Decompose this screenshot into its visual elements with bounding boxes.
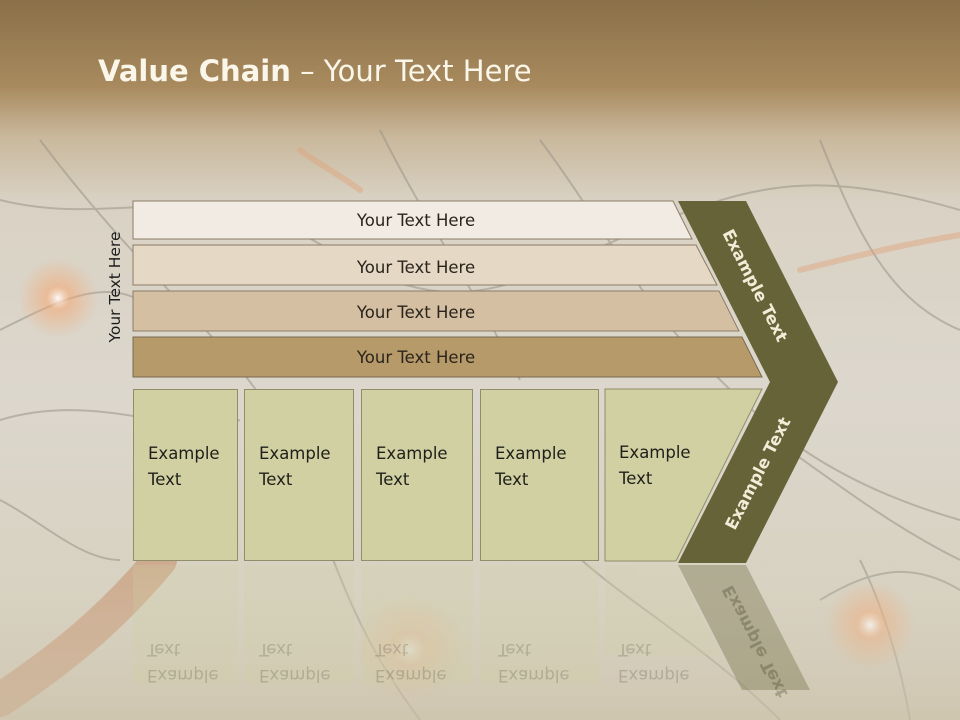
column-5-line2: Text <box>619 469 653 488</box>
bar-shape-4 <box>132 336 763 378</box>
column-5-reflection: Example Text <box>618 636 690 688</box>
column-4-line2: Text <box>495 470 529 489</box>
column-4: Example Text <box>480 389 599 561</box>
bar-shape-2 <box>132 244 718 286</box>
bar-shape-1 <box>132 200 693 240</box>
column-shape-5 <box>604 388 763 562</box>
column-4-line1: Example <box>495 444 567 463</box>
column-3: Example Text <box>361 389 473 561</box>
slide-title: Value Chain – Your Text Here <box>98 54 532 88</box>
title-bold: Value Chain <box>98 54 291 88</box>
column-2: Example Text <box>244 389 354 561</box>
column-3-reflection-line2: Text <box>375 640 409 659</box>
column-1-line1: Example <box>148 444 220 463</box>
column-4-reflection-line2: Text <box>498 640 532 659</box>
bar-label-1: Your Text Here <box>356 210 476 230</box>
column-2-line1: Example <box>259 444 331 463</box>
column-2-reflection: Example Text <box>259 636 331 688</box>
bar-label-4: Your Text Here <box>356 347 476 367</box>
bar-label-3: Your Text Here <box>356 302 476 322</box>
bar-label-2: Your Text Here <box>356 257 476 277</box>
column-5: Example Text <box>605 389 715 561</box>
column-3-reflection-line1: Example <box>375 666 447 685</box>
bar-shape-3 <box>132 290 740 332</box>
column-3-line2: Text <box>376 470 410 489</box>
column-5-reflection-line1: Example <box>618 666 690 685</box>
column-1: Example Text <box>133 389 238 561</box>
column-1-reflection-line1: Example <box>147 666 219 685</box>
column-4-reflection: Example Text <box>498 636 570 688</box>
column-5-line1: Example <box>619 443 691 462</box>
column-2-reflection-line1: Example <box>259 666 331 685</box>
column-1-reflection: Example Text <box>147 636 219 688</box>
column-1-line2: Text <box>148 470 182 489</box>
title-rest: – Your Text Here <box>290 54 532 88</box>
column-2-reflection-line2: Text <box>259 640 293 659</box>
column-4-reflection-line1: Example <box>498 666 570 685</box>
column-1-reflection-line2: Text <box>147 640 181 659</box>
column-5-reflection-line2: Text <box>618 640 652 659</box>
column-3-reflection: Example Text <box>375 636 447 688</box>
column-3-line1: Example <box>376 444 448 463</box>
reflection-shapes <box>133 565 720 685</box>
chevron-reflection <box>678 565 810 690</box>
chevron-shape <box>678 201 838 563</box>
column-2-line2: Text <box>259 470 293 489</box>
